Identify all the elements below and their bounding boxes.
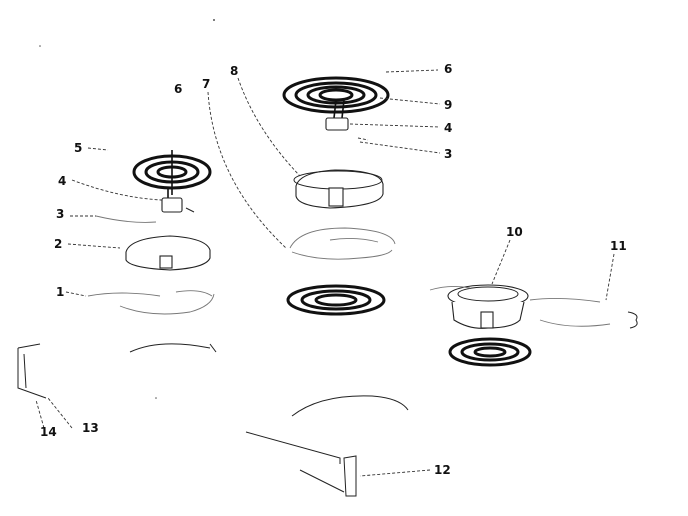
label-4-left: 4 <box>58 174 66 188</box>
label-8: 8 <box>230 64 238 78</box>
drip-pan-7 <box>289 227 396 260</box>
terminal-block-top <box>325 117 349 131</box>
left-part-3 <box>95 215 157 223</box>
label-12: 12 <box>434 463 451 477</box>
front-strip-12 <box>245 431 357 497</box>
surface-element-middle <box>286 284 386 316</box>
surface-element-right <box>448 337 532 367</box>
trim-ring-2 <box>125 235 211 271</box>
trim-ring-10 <box>447 284 529 329</box>
surface-element-large <box>282 76 390 119</box>
speck <box>155 397 157 399</box>
label-6-top: 6 <box>444 62 452 76</box>
label-4-top: 4 <box>444 121 452 135</box>
label-10: 10 <box>506 225 523 239</box>
label-9: 9 <box>444 98 452 112</box>
terminal-block-left <box>161 197 195 213</box>
label-3-top: 3 <box>444 147 452 161</box>
leader-3-top <box>357 137 369 141</box>
label-3-left: 3 <box>56 207 64 221</box>
leader-lines <box>35 69 615 477</box>
label-7: 7 <box>202 77 210 91</box>
label-1: 1 <box>56 285 64 299</box>
drip-pan-11 <box>429 285 638 329</box>
cutout-main <box>291 395 409 417</box>
speck <box>39 45 41 47</box>
label-13: 13 <box>82 421 99 435</box>
cutout-left-edge <box>209 343 217 353</box>
label-11: 11 <box>610 239 627 253</box>
side-bracket-left <box>17 343 47 399</box>
speck <box>213 19 215 21</box>
label-14: 14 <box>40 425 57 439</box>
surface-element-small <box>132 150 212 200</box>
label-6-left: 6 <box>174 82 182 96</box>
drip-pan-1 <box>87 290 215 315</box>
label-5: 5 <box>74 141 82 155</box>
label-2: 2 <box>54 237 62 251</box>
cutout-left <box>129 343 211 353</box>
trim-ring-8 <box>293 169 384 209</box>
